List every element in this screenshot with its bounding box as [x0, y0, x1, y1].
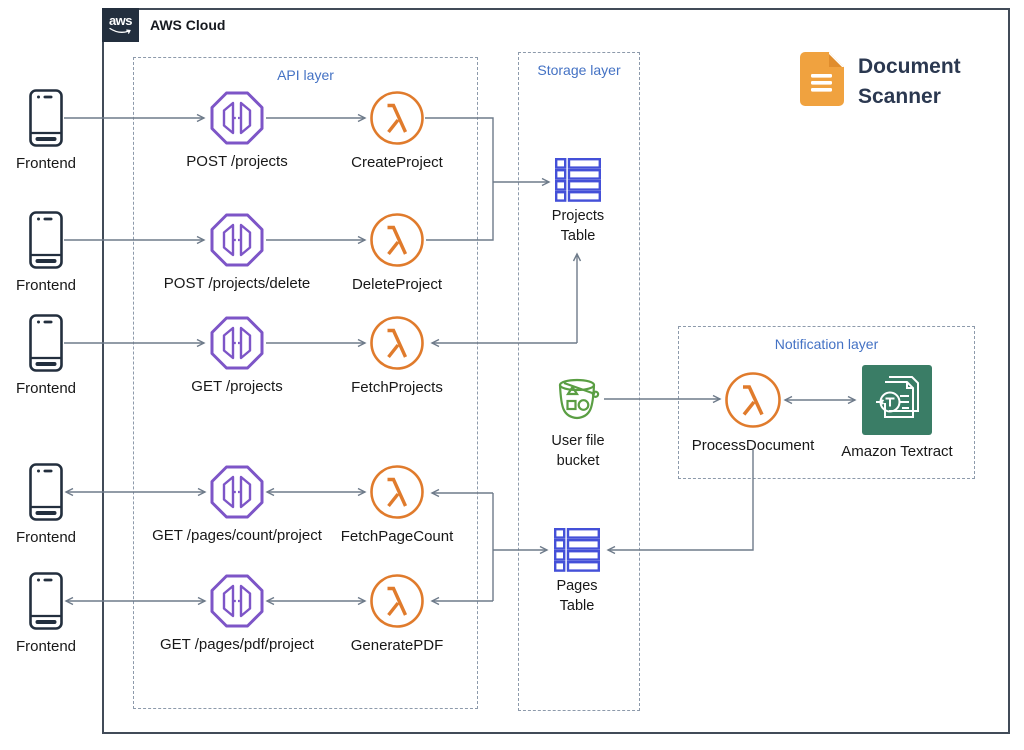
aws-logo-badge: aws: [102, 8, 139, 42]
lambda-label: CreateProject: [351, 154, 443, 171]
frontend-label: Frontend: [15, 380, 77, 397]
route-label: POST /projects/delete: [163, 275, 311, 292]
lambda-icon: [725, 372, 781, 428]
frontend-node-1: Frontend: [1, 89, 91, 172]
route-label: GET /pages/pdf/project: [160, 636, 314, 653]
aws-logo-text: aws: [108, 12, 133, 28]
route-label: GET /pages/count/project: [152, 527, 322, 544]
frontend-label: Frontend: [15, 277, 77, 294]
mobile-phone-icon: [29, 572, 63, 630]
textract-icon: [862, 365, 932, 435]
lambda-label: GeneratePDF: [350, 637, 444, 654]
frontend-label: Frontend: [15, 529, 77, 546]
api-gateway-icon: [210, 465, 264, 519]
frontend-label: Frontend: [15, 155, 77, 172]
route-label: GET /projects: [191, 378, 283, 395]
lambda-fetch-projects: FetchProjects: [307, 315, 487, 396]
lambda-icon: [370, 465, 424, 519]
api-gateway-icon: [210, 316, 264, 370]
dynamodb-pages-table: Pages Table: [532, 528, 622, 616]
api-gateway-get-pages-count: GET /pages/count/project: [117, 465, 357, 544]
mobile-phone-icon: [29, 314, 63, 372]
document-icon: [800, 52, 844, 106]
api-gateway-post-projects: POST /projects: [117, 91, 357, 170]
dynamodb-projects-table: Projects Table: [533, 158, 623, 246]
api-gateway-get-projects: GET /projects: [117, 316, 357, 395]
lambda-label: FetchPageCount: [340, 528, 454, 545]
mobile-phone-icon: [29, 211, 63, 269]
dynamodb-table-icon: [554, 528, 600, 572]
route-label: POST /projects: [186, 153, 288, 170]
lambda-label: ProcessDocument: [691, 437, 815, 454]
aws-cloud-box: [102, 8, 1010, 734]
api-gateway-icon: [210, 574, 264, 628]
bucket-label: User file bucket: [551, 433, 605, 469]
lambda-process-document: ProcessDocument: [663, 371, 843, 454]
s3-bucket-icon: [558, 378, 600, 420]
lambda-generate-pdf: GeneratePDF: [307, 573, 487, 654]
lambda-create-project: CreateProject: [307, 90, 487, 171]
frontend-node-3: Frontend: [1, 314, 91, 397]
frontend-node-4: Frontend: [1, 463, 91, 546]
frontend-node-5: Frontend: [1, 572, 91, 655]
storage-layer-box: Storage layer: [518, 52, 640, 711]
aws-cloud-label: AWS Cloud: [150, 17, 226, 33]
textract-label: Amazon Textract: [841, 443, 953, 460]
api-gateway-post-projects-delete: POST /projects/delete: [117, 213, 357, 292]
aws-smile-icon: [108, 27, 131, 34]
storage-layer-label: Storage layer: [537, 62, 621, 78]
api-gateway-get-pages-pdf: GET /pages/pdf/project: [117, 574, 357, 653]
api-gateway-icon: [210, 213, 264, 267]
lambda-label: FetchProjects: [351, 379, 443, 396]
lambda-icon: [370, 91, 424, 145]
api-gateway-icon: [210, 91, 264, 145]
api-layer-label: API layer: [277, 67, 334, 83]
s3-user-file-bucket: User file bucket: [533, 375, 623, 471]
lambda-delete-project: DeleteProject: [307, 212, 487, 293]
frontend-label: Frontend: [15, 638, 77, 655]
lambda-icon: [370, 316, 424, 370]
lambda-fetch-page-count: FetchPageCount: [307, 464, 487, 545]
api-layer-box: API layer: [133, 57, 478, 709]
lambda-icon: [370, 213, 424, 267]
lambda-label: DeleteProject: [351, 276, 443, 293]
notification-layer-label: Notification layer: [774, 336, 879, 352]
document-scanner-logo: Document Scanner: [800, 52, 961, 113]
table-label: Pages Table: [556, 578, 598, 614]
table-label: Projects Table: [551, 208, 605, 244]
notification-layer-box: Notification layer: [678, 326, 975, 479]
lambda-icon: [370, 574, 424, 628]
textract-node: Amazon Textract: [817, 365, 977, 460]
mobile-phone-icon: [29, 463, 63, 521]
app-title: Document Scanner: [858, 52, 961, 113]
app-title-line1: Document: [858, 55, 961, 78]
app-title-line2: Scanner: [858, 85, 941, 109]
mobile-phone-icon: [29, 89, 63, 147]
dynamodb-table-icon: [555, 158, 601, 202]
frontend-node-2: Frontend: [1, 211, 91, 294]
